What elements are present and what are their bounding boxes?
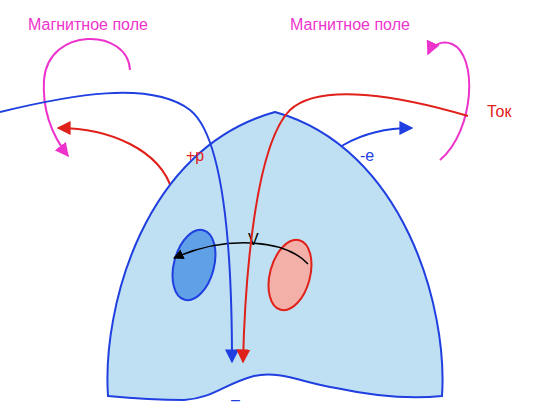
- particle-label: +p: [186, 147, 204, 165]
- dome-body: [107, 112, 442, 400]
- proton-arrow: [58, 128, 172, 190]
- charge-sign: –: [231, 391, 240, 409]
- current-label: Ток: [487, 103, 511, 121]
- blue-spot: [165, 225, 222, 305]
- field-label: Магнитное поле: [290, 16, 410, 34]
- rotation-arrow: [174, 243, 308, 264]
- field-loop: [428, 43, 469, 160]
- dome-outline: [104, 108, 446, 408]
- velocity-label: V: [248, 231, 259, 249]
- planet-dome: V–: [104, 108, 446, 408]
- particle-label: -e: [360, 147, 374, 165]
- field-label: Магнитное поле: [28, 16, 148, 34]
- red-spot: [261, 235, 318, 315]
